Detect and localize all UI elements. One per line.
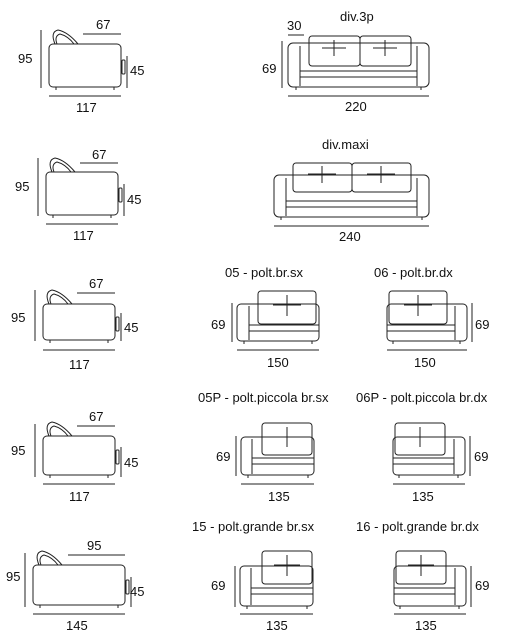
side-view-4-seat-height: 45: [124, 455, 139, 470]
side-view-1-depth: 117: [76, 100, 97, 115]
module-divmaxi-drawing: [274, 163, 429, 220]
module-06p-height: 69: [474, 449, 489, 464]
module-05p-height: 69: [216, 449, 231, 464]
side-view-2-seat-depth: 67: [92, 147, 107, 162]
module-divmaxi-width: 240: [339, 229, 361, 244]
side-view-1-seat-depth: 67: [96, 17, 111, 32]
module-15-width: 135: [266, 618, 288, 633]
side-view-3-height: 95: [11, 310, 26, 325]
module-05-title: 05 - polt.br.sx: [225, 265, 304, 280]
side-view-2-drawing: [46, 158, 122, 218]
module-16-title: 16 - polt.grande br.dx: [356, 519, 479, 534]
side-view-2-seat-height: 45: [127, 192, 142, 207]
side-view-1-dim-lines: [41, 30, 127, 96]
module-div3p-height: 69: [262, 61, 277, 76]
side-view-2-depth: 117: [73, 228, 94, 243]
side-view-4-height: 95: [11, 443, 26, 458]
side-view-2-height: 95: [15, 179, 30, 194]
module-div3p-title: div.3p: [340, 9, 374, 24]
module-divmaxi-title: div.maxi: [322, 137, 369, 152]
module-div3p-width: 220: [345, 99, 367, 114]
side-view-1-seat-height: 45: [130, 63, 145, 78]
side-view-1-height: 95: [18, 51, 33, 66]
module-05-drawing: [237, 291, 319, 344]
module-06-drawing: [387, 291, 467, 344]
side-view-5-seat-height: 45: [130, 584, 145, 599]
module-div3p-drawing: [288, 36, 429, 90]
module-15-title: 15 - polt.grande br.sx: [192, 519, 315, 534]
module-05-height: 69: [211, 317, 226, 332]
side-view-5-height: 95: [6, 569, 21, 584]
module-06-width: 150: [414, 355, 436, 370]
module-16-width: 135: [415, 618, 437, 633]
side-view-4-dim-lines: [35, 424, 121, 484]
side-view-5-drawing: [33, 551, 129, 608]
side-view-4-drawing: [43, 422, 119, 478]
module-05p-title: 05P - polt.piccola br.sx: [198, 390, 329, 405]
module-06-height: 69: [475, 317, 490, 332]
module-06-title: 06 - polt.br.dx: [374, 265, 453, 280]
module-15-height: 69: [211, 578, 226, 593]
side-view-3-dim-lines: [35, 290, 121, 350]
module-06p-title: 06P - polt.piccola br.dx: [356, 390, 488, 405]
side-view-2-dim-lines: [38, 158, 124, 224]
side-view-4-seat-depth: 67: [89, 409, 104, 424]
module-16-drawing: [394, 551, 466, 609]
module-15-16-dim-lines: [235, 566, 471, 614]
side-view-3-seat-height: 45: [124, 320, 139, 335]
module-16-height: 69: [475, 578, 490, 593]
module-div3p-arm: 30: [287, 18, 302, 33]
module-05p-width: 135: [268, 489, 290, 504]
module-div3p-dim-lines: [282, 35, 429, 96]
module-15-drawing: [240, 551, 313, 609]
side-view-3-drawing: [43, 290, 119, 343]
side-view-4-depth: 117: [69, 489, 90, 504]
side-view-1-drawing: [49, 30, 125, 90]
side-view-3-depth: 117: [69, 357, 90, 372]
side-view-5-depth: 145: [66, 618, 88, 633]
module-06p-width: 135: [412, 489, 434, 504]
module-05-width: 150: [267, 355, 289, 370]
side-view-3-seat-depth: 67: [89, 276, 104, 291]
module-06p-drawing: [393, 423, 465, 478]
side-view-5-dim-lines: [25, 553, 131, 614]
module-05-06-dim-lines: [232, 303, 472, 350]
module-05p-06p-dim-lines: [236, 436, 470, 484]
side-view-5-seat-depth: 95: [87, 538, 102, 553]
module-05p-drawing: [241, 423, 314, 478]
